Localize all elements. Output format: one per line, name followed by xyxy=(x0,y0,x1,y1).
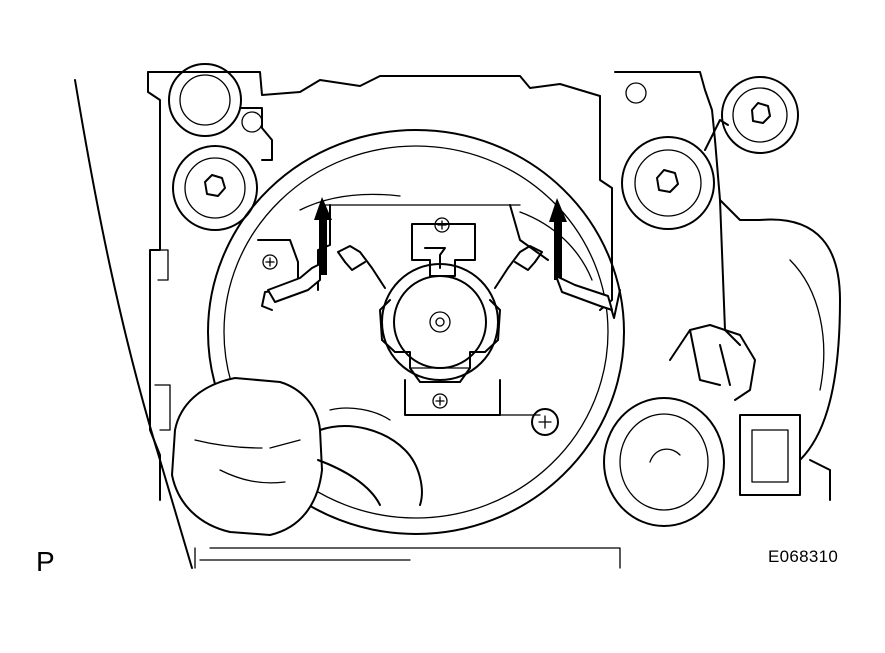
left-up-arrow-icon xyxy=(267,197,332,303)
right-up-arrow-icon xyxy=(549,198,613,311)
wiring-connector xyxy=(171,377,423,536)
bulb-retaining-spring xyxy=(337,245,543,289)
left-mounting-boss xyxy=(172,145,258,231)
upper-right-screw-boss xyxy=(625,76,799,154)
right-mounting-boss xyxy=(621,119,729,230)
reflector-ring xyxy=(207,129,625,535)
figure-code-label: E068310 xyxy=(768,547,839,566)
upper-left-screw-boss xyxy=(168,63,273,161)
lower-right-screw xyxy=(531,408,559,436)
bulb-top-bracket xyxy=(411,217,476,277)
headlight-bulb xyxy=(379,263,501,409)
bulb-mount-plate xyxy=(317,204,549,416)
right-lens-outline xyxy=(759,218,841,501)
corner-mark-label: P xyxy=(36,546,55,577)
right-socket xyxy=(603,324,801,527)
